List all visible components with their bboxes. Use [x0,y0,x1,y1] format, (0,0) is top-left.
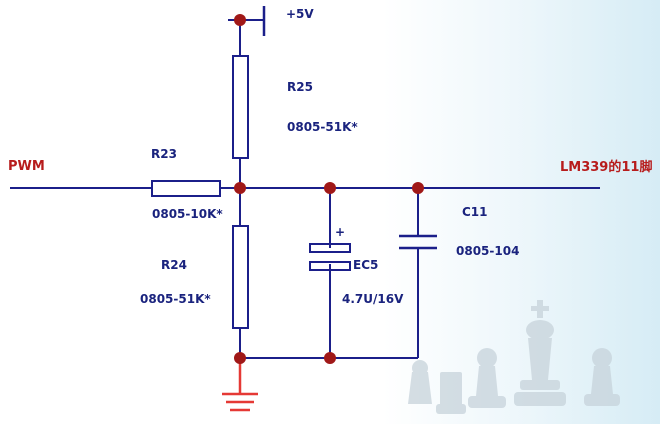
r24-value-label: 0805-51K* [140,292,211,306]
junction-c11-top [412,182,424,194]
r25-ref-label: R25 [287,80,313,94]
junction-main-node [234,182,246,194]
chess-pieces-decoration [408,300,620,414]
c11-ref-label: C11 [462,205,488,219]
ec5-polarity-mark: + [335,225,345,239]
pwm-label: PWM [8,159,45,174]
r23-value-label: 0805-10K* [152,207,223,221]
wires [10,19,600,359]
ec5-value-label: 4.7U/16V [342,292,404,306]
junctions [234,14,424,364]
vcc-label: +5V [286,7,314,21]
junction-ec5-bottom [324,352,336,364]
ground-symbol [222,358,258,412]
resistor-r24 [232,225,249,329]
junction-ground-node [234,352,246,364]
r25-value-label: 0805-51K* [287,120,358,134]
junction-ec5-top [324,182,336,194]
r23-ref-label: R23 [151,147,177,161]
c11-value-label: 0805-104 [456,244,519,258]
capacitor-ec5 [309,243,351,271]
resistor-r25 [232,55,249,159]
capacitor-c11 [399,234,437,250]
resistor-r23 [151,180,221,197]
junction-vcc [234,14,246,26]
output-label: LM339的11脚 [560,159,652,175]
r24-ref-label: R24 [161,258,187,272]
ec5-ref-label: EC5 [353,258,378,272]
